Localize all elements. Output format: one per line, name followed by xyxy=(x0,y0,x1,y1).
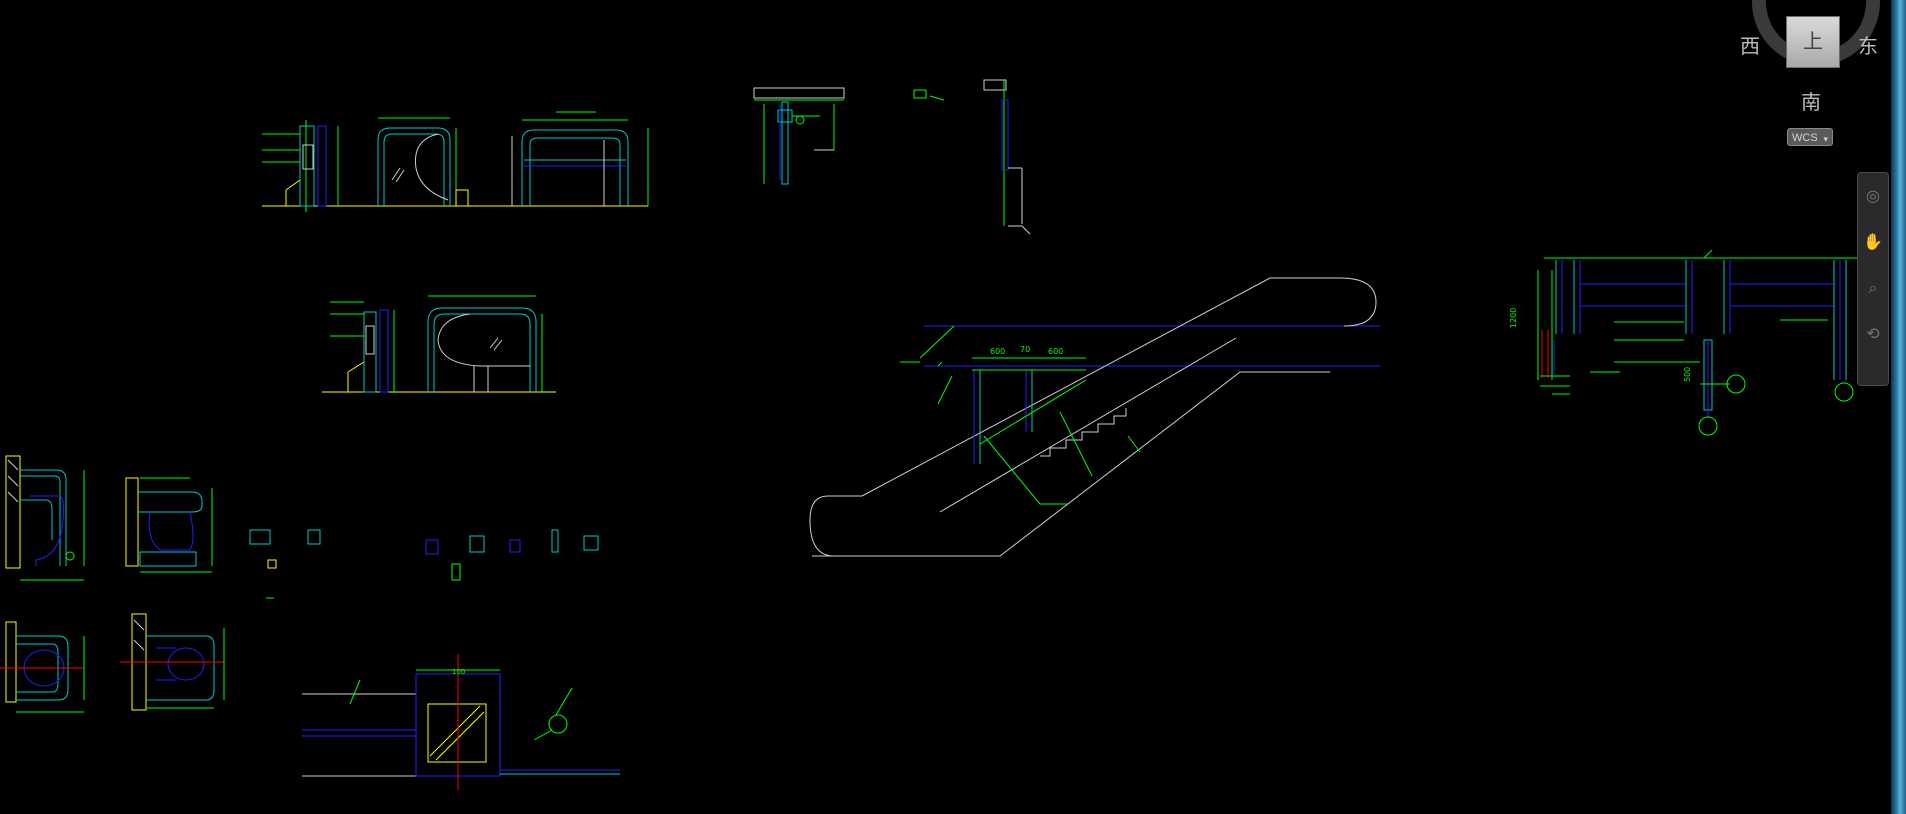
elevation-group-middle-left xyxy=(322,295,556,393)
base-section-detail xyxy=(302,654,620,790)
elevation-group-top-left xyxy=(262,111,649,212)
escalator-dim-right: 600 xyxy=(1048,347,1063,356)
wcs-menu-button[interactable]: WCS ▾ xyxy=(1787,128,1833,146)
desktop-background-edge xyxy=(1891,0,1906,814)
top-center-details xyxy=(753,79,1031,235)
navigation-bar[interactable]: ◎ ✋ ⌕ ⟲ xyxy=(1857,172,1889,386)
orbit-icon[interactable]: ⟲ xyxy=(1866,324,1880,343)
box-dim-top: 100 xyxy=(452,668,465,676)
compass-east-label[interactable]: 东 xyxy=(1858,34,1878,58)
right-section-detail: 1200 800 500 xyxy=(1509,249,1874,436)
escalator-dim-left: 600 xyxy=(990,347,1005,356)
right-dim-1200: 1200 xyxy=(1509,308,1518,328)
compass-west-label[interactable]: 西 xyxy=(1740,34,1760,58)
escalator-dim-mid: 70 xyxy=(1020,345,1030,354)
wcs-label: WCS xyxy=(1792,132,1818,144)
zoom-icon[interactable]: ⌕ xyxy=(1868,278,1878,297)
steering-wheel-icon[interactable]: ◎ xyxy=(1866,186,1880,205)
pan-hand-icon[interactable]: ✋ xyxy=(1863,232,1883,251)
right-dim-500: 500 xyxy=(1683,367,1692,382)
chevron-down-icon: ▾ xyxy=(1823,134,1828,144)
viewcube-top-face[interactable]: 上 xyxy=(1786,16,1840,68)
toilet-details xyxy=(0,455,599,713)
compass-south-label[interactable]: 南 xyxy=(1801,90,1821,114)
escalator-section: 600 70 600 xyxy=(809,277,1380,557)
viewcube[interactable]: 上 西 东 南 xyxy=(1740,0,1890,114)
